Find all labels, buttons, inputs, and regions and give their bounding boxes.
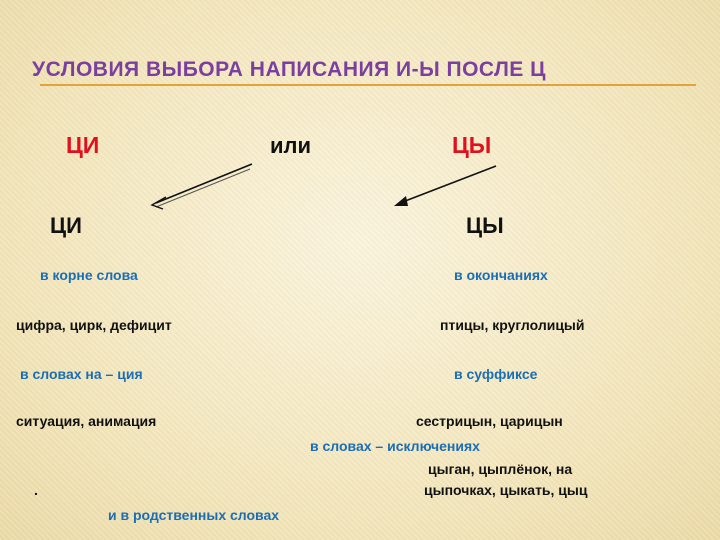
examples-endings: птицы, круглолицый — [440, 317, 585, 333]
stray-dot: . — [34, 482, 38, 498]
rule-suffix: в суффиксе — [454, 366, 538, 382]
slide-title: УСЛОВИЯ ВЫБОРА НАПИСАНИЯ И-Ы ПОСЛЕ Ц — [32, 58, 546, 81]
examples-root: цифра, цирк, дефицит — [16, 317, 172, 333]
option-or: или — [270, 133, 312, 158]
examples-exceptions-line2: цыпочках, цыкать, цыц — [424, 482, 588, 498]
heading-cy: ЦЫ — [466, 213, 504, 238]
examples-tsiya: ситуация, анимация — [16, 413, 157, 429]
rule-tsiya: в словах на – ция — [20, 366, 143, 382]
option-cy: ЦЫ — [452, 132, 492, 158]
left-arrow-icon — [150, 163, 253, 210]
rule-exceptions: в словах – исключениях — [310, 438, 480, 454]
examples-exceptions-line1: цыган, цыплёнок, на — [428, 461, 573, 477]
rule-related-words: и в родственных словах — [108, 507, 280, 523]
title-underline — [40, 84, 696, 86]
rule-root: в корне слова — [40, 267, 138, 283]
rule-endings: в окончаниях — [454, 267, 548, 283]
option-ci: ЦИ — [66, 132, 100, 158]
heading-ci: ЦИ — [50, 213, 82, 238]
examples-suffix: сестрицын, царицын — [416, 413, 563, 429]
right-arrow-icon — [394, 165, 497, 206]
